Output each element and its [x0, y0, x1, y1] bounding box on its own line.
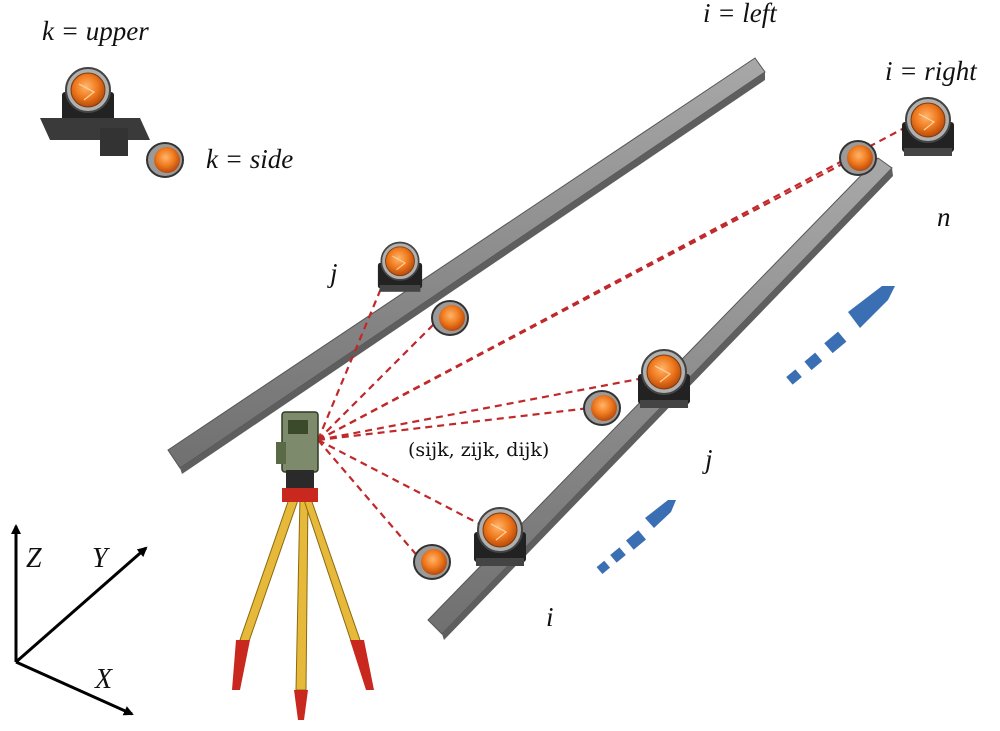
ray	[317, 439, 496, 533]
label-j-right: j	[702, 444, 713, 474]
prism-icon	[431, 300, 469, 336]
rail-left	[167, 57, 766, 474]
measurement-tuple: (sijk, zijk, dijk)	[408, 439, 549, 461]
label-i-left: i = left	[703, 0, 778, 28]
x-axis	[15, 660, 134, 716]
prism-icon	[583, 390, 621, 426]
direction-arrow-upper	[786, 286, 895, 385]
ray	[317, 159, 851, 441]
prism-icon	[839, 140, 877, 176]
legend-prism-icon	[40, 67, 184, 178]
coordinate-axes	[11, 524, 148, 716]
axis-label-x: X	[94, 664, 113, 695]
prism-icon	[413, 544, 451, 580]
ray	[317, 317, 441, 441]
label-k-upper: k = upper	[42, 16, 149, 46]
ray	[317, 439, 427, 567]
ray	[317, 406, 591, 442]
label-i-start: i	[546, 602, 554, 632]
y-axis	[15, 546, 148, 664]
prism-icon	[473, 507, 527, 567]
label-i-right: i = right	[885, 56, 978, 86]
prism-icon	[901, 97, 955, 157]
label-k-side: k = side	[206, 144, 293, 174]
prism-icon	[637, 349, 691, 409]
axis-label-z: Z	[26, 543, 42, 574]
ray	[317, 372, 666, 442]
label-n: n	[937, 202, 951, 232]
measurement-rays	[316, 125, 909, 567]
prism-icon	[377, 241, 423, 293]
direction-arrow-lower	[596, 500, 676, 575]
axis-label-y: Y	[92, 543, 111, 574]
tripod-icon	[232, 488, 374, 720]
label-j-left: j	[327, 258, 338, 288]
total-station-icon	[276, 411, 319, 488]
